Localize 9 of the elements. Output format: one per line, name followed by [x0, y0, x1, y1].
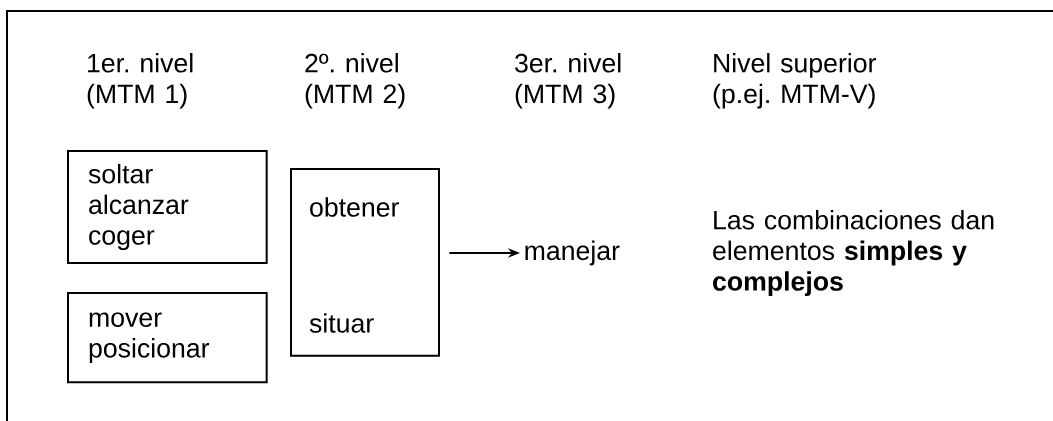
- column-heading: 3er. nivel (MTM 3): [515, 53, 621, 109]
- text-box: mover posicionar: [67, 292, 268, 384]
- text-box: obtener situar: [290, 168, 440, 357]
- note-text: Las combinaciones dan elementos simples y complejos: [713, 209, 994, 297]
- column-heading: Nivel superior (p.ej. MTM-V): [713, 53, 876, 109]
- step-label: manejar: [525, 240, 620, 266]
- column-heading: 2º. nivel (MTM 2): [305, 53, 405, 109]
- column-heading: 1er. nivel (MTM 1): [87, 53, 193, 109]
- text-box: soltar alcanzar coger: [67, 150, 268, 264]
